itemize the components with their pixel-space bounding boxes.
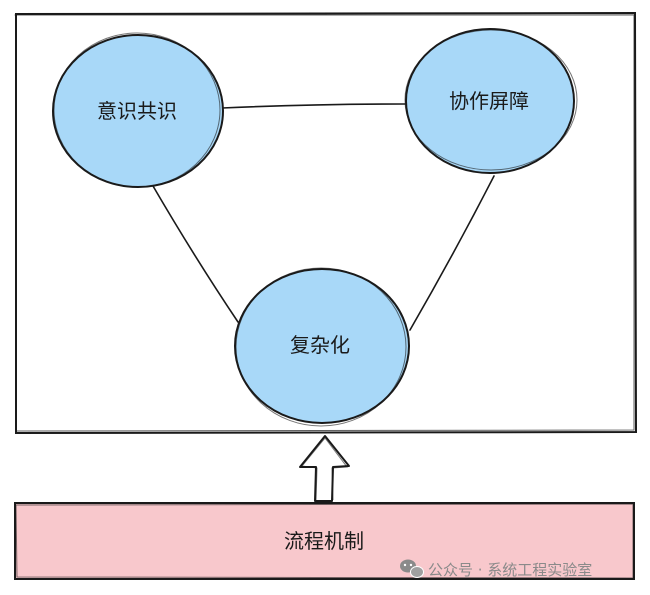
node-complexity-label: 复杂化 xyxy=(290,333,350,357)
watermark-text: 公众号 · 系统工程实验室 xyxy=(428,561,592,579)
wechat-icon xyxy=(400,559,424,578)
diagram-frame xyxy=(14,11,638,435)
node-barrier: 协作屏障 xyxy=(404,28,578,174)
edge-barrier-complexity xyxy=(409,175,495,331)
node-barrier-label: 协作屏障 xyxy=(449,89,529,113)
base-bar: 流程机制 xyxy=(14,502,635,580)
connectors xyxy=(152,103,495,331)
node-consensus-label: 意识共识 xyxy=(97,99,177,123)
edge-consensus-barrier xyxy=(221,103,406,109)
base-label: 流程机制 xyxy=(284,529,364,553)
node-consensus: 意识共识 xyxy=(52,32,224,188)
up-arrow-icon xyxy=(299,435,350,502)
node-complexity: 复杂化 xyxy=(234,267,410,427)
edge-consensus-complexity xyxy=(152,185,239,323)
watermark: 公众号 · 系统工程实验室 xyxy=(400,559,592,579)
